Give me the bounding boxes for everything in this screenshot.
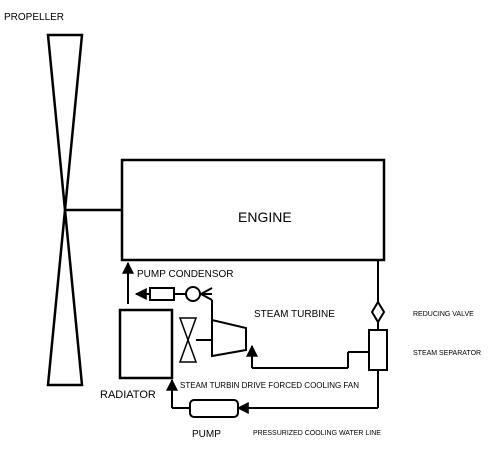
reducing-valve-label: REDUCING VALVE — [413, 311, 474, 318]
fan-blade-bottom — [178, 337, 198, 363]
radiator — [118, 308, 174, 380]
steam-separator — [368, 329, 388, 371]
engine-label: ENGINE — [238, 209, 292, 225]
propeller-label: PROPELLER — [4, 12, 64, 23]
fan-label: STEAM TURBIN DRIVE FORCED COOLING FAN — [180, 381, 359, 390]
engine-block — [120, 158, 386, 262]
water-line-label: PRESSURIZED COOLING WATER LINE — [253, 430, 381, 437]
pump-condensor — [185, 286, 201, 302]
radiator-label: RADIATOR — [100, 389, 156, 401]
steam-separator-label: STEAM SEPARATOR — [413, 350, 481, 357]
condensor-inlet-chevron — [198, 287, 213, 301]
pump — [189, 399, 239, 418]
pump-label: PUMP — [192, 429, 221, 440]
steam-turbine — [211, 318, 247, 358]
propeller — [46, 33, 84, 387]
condensor-tank — [149, 287, 175, 301]
cooling-fan — [178, 317, 198, 363]
fan-blade-top — [178, 317, 198, 343]
propeller-blade-top — [46, 33, 84, 211]
steam-turbine-label: STEAM TURBINE — [254, 309, 335, 320]
pump-condensor-label: PUMP CONDENSOR — [137, 269, 234, 280]
reducing-valve — [370, 300, 386, 324]
propeller-blade-bottom — [46, 209, 84, 387]
